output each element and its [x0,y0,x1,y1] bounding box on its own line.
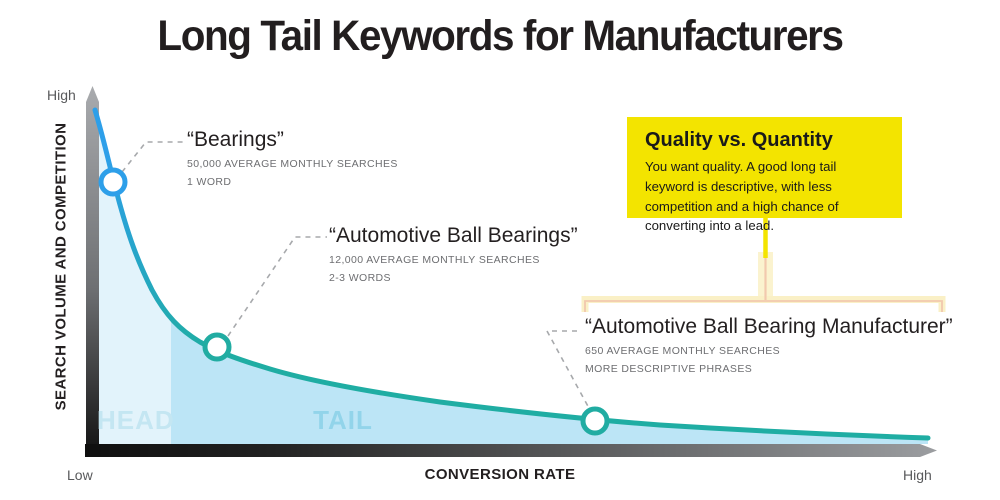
connector-bearings [121,141,184,173]
annotation-searches: 50,000 AVERAGE MONTHLY SEARCHES [187,158,398,170]
data-point-automotive-ball-bearing-manufacturer [580,406,610,436]
y-axis-high-label: High [47,87,76,103]
y-axis-title: SEARCH VOLUME AND COMPETITION [52,122,70,411]
annotation-automotive-ball-bearing-manufacturer: “Automotive Ball Bearing Manufacturer” 6… [585,315,953,375]
data-point-bearings [98,167,128,197]
tail-region-label: TAIL [313,405,373,435]
annotation-keyword: “Automotive Ball Bearings” [329,224,578,247]
x-axis-title: CONVERSION RATE [424,466,576,483]
curve-line [92,107,931,441]
connector-automotive-ball-bearings [227,236,327,337]
head-region-label: HEAD [97,405,175,435]
x-axis-bar [85,444,937,457]
x-axis-low-label: Low [67,467,93,483]
annotation-searches: 650 AVERAGE MONTHLY SEARCHES [585,345,781,357]
annotation-words: 2-3 WORDS [329,272,391,284]
annotation-bearings: “Bearings” 50,000 AVERAGE MONTHLY SEARCH… [187,128,398,188]
annotation-searches: 12,000 AVERAGE MONTHLY SEARCHES [329,254,540,266]
x-axis-high-label: High [903,467,932,483]
tail-region-fill [95,110,928,444]
y-axis-bar [86,86,99,452]
callout-body: You want quality. A good long tail keywo… [645,159,839,234]
data-point-automotive-ball-bearings [202,332,232,362]
annotation-words: 1 WORD [187,176,232,188]
callout-bracket-inner [584,300,943,312]
callout-title: Quality vs. Quantity [645,129,833,151]
quality-callout-box: Quality vs. Quantity You want quality. A… [627,117,902,233]
annotation-keyword: “Bearings” [187,128,284,151]
connector-automotive-ball-bearing-manufacturer [545,330,591,411]
annotation-keyword: “Automotive Ball Bearing Manufacturer” [585,315,953,338]
page-title: Long Tail Keywords for Manufacturers [157,12,844,60]
annotation-words: MORE DESCRIPTIVE PHRASES [585,363,753,375]
annotation-automotive-ball-bearings: “Automotive Ball Bearings” 12,000 AVERAG… [329,224,578,284]
